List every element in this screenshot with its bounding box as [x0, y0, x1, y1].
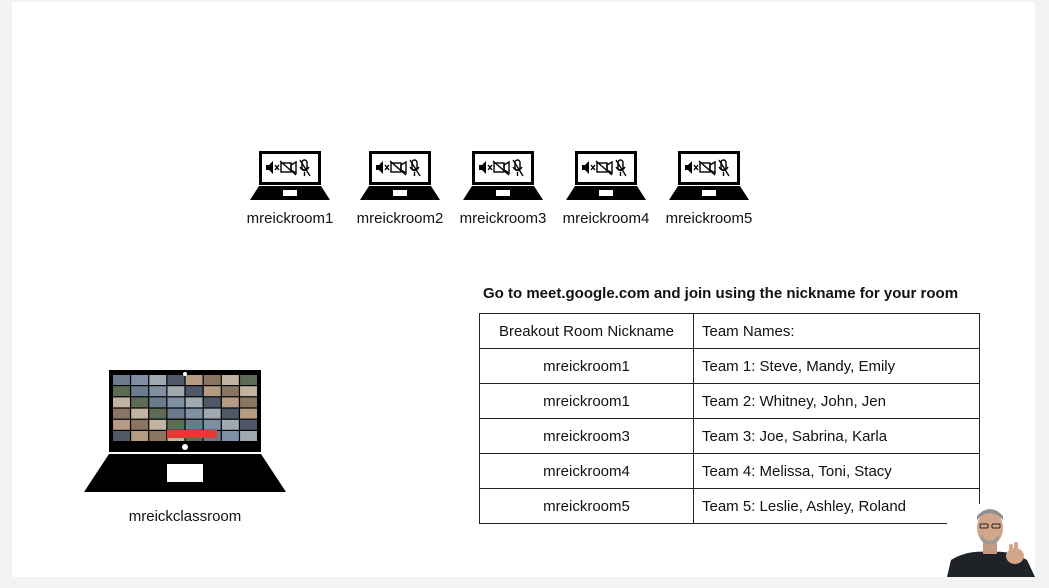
video-tile — [149, 431, 166, 441]
video-tile — [186, 409, 203, 419]
video-tile — [186, 397, 203, 407]
video-tile — [204, 409, 221, 419]
table-row: mreickroom1 Team 1: Steve, Mandy, Emily — [480, 349, 980, 384]
column-header-team-names: Team Names: — [694, 314, 980, 349]
video-tile — [222, 431, 239, 441]
video-tile — [149, 397, 166, 407]
video-tile — [131, 386, 148, 396]
table-row: mreickroom3 Team 3: Joe, Sabrina, Karla — [480, 419, 980, 454]
video-tile — [113, 409, 130, 419]
video-tile — [167, 409, 184, 419]
video-tile — [149, 409, 166, 419]
room-label: mreickroom1 — [240, 210, 340, 227]
room-nickname-cell: mreickroom1 — [480, 384, 694, 419]
video-tile — [113, 375, 130, 385]
video-tile — [204, 420, 221, 430]
video-tile — [131, 375, 148, 385]
instruction-heading: Go to meet.google.com and join using the… — [483, 285, 958, 302]
room-nickname-cell: mreickroom5 — [480, 489, 694, 524]
video-tile — [186, 375, 203, 385]
room-label: mreickroom4 — [556, 210, 656, 227]
video-tile — [204, 397, 221, 407]
laptop-icon — [668, 150, 750, 202]
room-4: mreickroom4 — [556, 150, 656, 227]
video-tile — [240, 397, 257, 407]
laptop-icon — [565, 150, 647, 202]
table-row: mreickroom5 Team 5: Leslie, Ashley, Rola… — [480, 489, 980, 524]
laptop-icon — [359, 150, 441, 202]
room-1: mreickroom1 — [240, 150, 340, 227]
video-tile — [240, 431, 257, 441]
room-5: mreickroom5 — [659, 150, 759, 227]
team-names-cell: Team 3: Joe, Sabrina, Karla — [694, 419, 980, 454]
video-tile — [222, 386, 239, 396]
video-tile — [113, 420, 130, 430]
slide: mreickroom1 mreickroom2 — [12, 2, 1035, 577]
video-tile — [167, 397, 184, 407]
room-nickname-cell: mreickroom3 — [480, 419, 694, 454]
video-tile — [113, 386, 130, 396]
video-tile — [113, 431, 130, 441]
video-tile — [186, 420, 203, 430]
video-tile — [131, 409, 148, 419]
room-2: mreickroom2 — [350, 150, 450, 227]
room-label: mreickroom2 — [350, 210, 450, 227]
video-tile — [222, 375, 239, 385]
room-3: mreickroom3 — [453, 150, 553, 227]
laptop-icon — [83, 370, 287, 494]
laptop-icon — [249, 150, 331, 202]
room-label: mreickroom5 — [659, 210, 759, 227]
laptop-icon — [462, 150, 544, 202]
room-nickname-cell: mreickroom4 — [480, 454, 694, 489]
video-tile — [204, 386, 221, 396]
video-tile — [131, 397, 148, 407]
column-header-nickname: Breakout Room Nickname — [480, 314, 694, 349]
team-names-cell: Team 4: Melissa, Toni, Stacy — [694, 454, 980, 489]
video-tile — [240, 409, 257, 419]
video-tile — [167, 420, 184, 430]
video-tile — [222, 409, 239, 419]
video-tile — [149, 386, 166, 396]
table-row: mreickroom1 Team 2: Whitney, John, Jen — [480, 384, 980, 419]
video-tile — [131, 431, 148, 441]
table-row: mreickroom4 Team 4: Melissa, Toni, Stacy — [480, 454, 980, 489]
classroom: mreickclassroom — [82, 370, 288, 525]
team-names-cell: Team 1: Steve, Mandy, Emily — [694, 349, 980, 384]
video-tile — [222, 397, 239, 407]
team-names-cell: Team 5: Leslie, Ashley, Roland — [694, 489, 980, 524]
presenter-video — [947, 504, 1035, 577]
video-tile — [149, 375, 166, 385]
team-names-cell: Team 2: Whitney, John, Jen — [694, 384, 980, 419]
video-tile — [240, 375, 257, 385]
video-tile — [222, 420, 239, 430]
room-label: mreickroom3 — [453, 210, 553, 227]
video-tile — [240, 420, 257, 430]
video-tile — [240, 386, 257, 396]
table-header-row: Breakout Room Nickname Team Names: — [480, 314, 980, 349]
meeting-bar — [167, 430, 217, 438]
room-nickname-cell: mreickroom1 — [480, 349, 694, 384]
video-tile — [167, 375, 184, 385]
video-tile — [131, 420, 148, 430]
video-tile — [186, 386, 203, 396]
classroom-label: mreickclassroom — [82, 508, 288, 525]
video-tile — [204, 375, 221, 385]
video-tile — [149, 420, 166, 430]
video-tile — [113, 397, 130, 407]
breakout-room-table: Breakout Room Nickname Team Names: mreic… — [479, 313, 980, 524]
video-tile — [167, 386, 184, 396]
